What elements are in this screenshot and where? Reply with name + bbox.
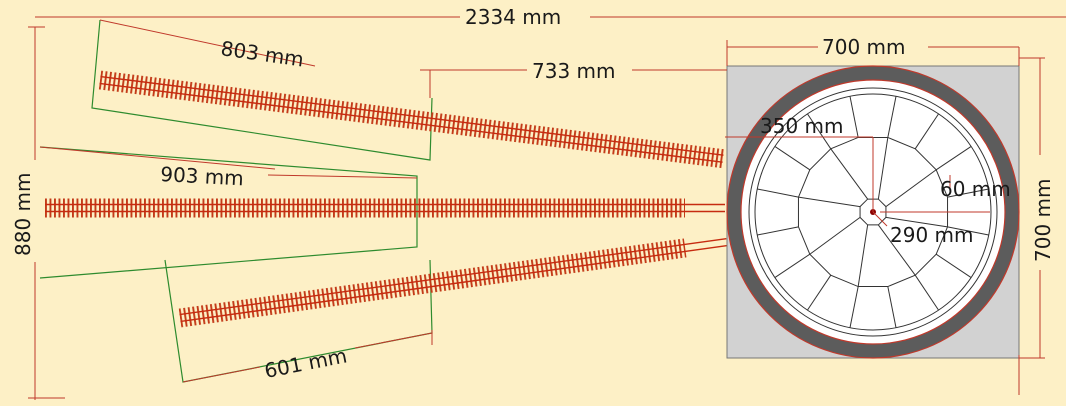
deck-outer-spoke — [947, 188, 989, 198]
deck-outer-spoke — [849, 286, 859, 328]
deck-outer-spoke — [807, 274, 832, 311]
deck-inner-spoke — [809, 216, 861, 255]
deck-inner-spoke — [877, 137, 889, 200]
upper-track-ties — [98, 70, 725, 169]
hub-radius-label: 60 mm — [940, 177, 1011, 201]
deck-outer-spoke — [757, 226, 799, 236]
deck-inner-spoke — [857, 224, 869, 287]
deck-outer-spoke — [887, 96, 897, 138]
bridge-radius-label: 290 mm — [890, 223, 974, 247]
middle-track-length-label: 903 mm — [160, 162, 245, 190]
lower-track-rail-b — [180, 244, 728, 323]
upper-track-length-label: 803 mm — [219, 36, 305, 71]
lower-track-rail-a — [179, 237, 727, 316]
pit-height-label: 700 mm — [1031, 179, 1055, 263]
deck-outer-spoke — [774, 146, 811, 171]
main-track-ties — [45, 198, 685, 218]
deck-inner-ring — [748, 87, 998, 337]
deck-outer-spoke — [774, 253, 811, 278]
overall-width-label: 880 mm — [11, 173, 35, 257]
deck-outer-spoke — [757, 188, 799, 198]
deck-outer-spoke — [887, 286, 897, 328]
deck-inner-spoke — [885, 216, 948, 228]
deck-edge — [754, 93, 992, 331]
fan-to-turntable-label: 733 mm — [532, 59, 616, 83]
main-track — [45, 198, 725, 218]
lower-siding-track — [178, 237, 728, 328]
total-length-label: 2334 mm — [465, 5, 561, 29]
deck-outer-spoke — [935, 253, 972, 278]
lower-module-outline — [164, 259, 433, 383]
dimension-lines — [28, 16, 1066, 400]
pit-width-label: 700 mm — [822, 35, 906, 59]
deck-outer-spoke — [807, 113, 832, 150]
deck-inner-spoke — [885, 169, 937, 208]
deck-inner-spoke — [830, 148, 869, 200]
upper-siding-track — [98, 70, 725, 169]
lower-track-ties — [178, 238, 687, 328]
lower-track-length-label: 601 mm — [262, 343, 349, 382]
deck-outer-spoke — [849, 96, 859, 138]
upper-track-rail-a — [100, 75, 724, 156]
outer-radius-label: 350 mm — [760, 114, 844, 138]
turntable-spokes — [757, 96, 989, 328]
upper-track-rail-b — [99, 82, 723, 163]
deck-outer-spoke — [914, 113, 939, 150]
deck-inner-spoke — [798, 196, 861, 208]
deck-outer-spoke — [947, 226, 989, 236]
deck-outer-spoke — [914, 274, 939, 311]
deck-inner-spoke — [877, 224, 916, 276]
deck-outer-spoke — [935, 146, 972, 171]
